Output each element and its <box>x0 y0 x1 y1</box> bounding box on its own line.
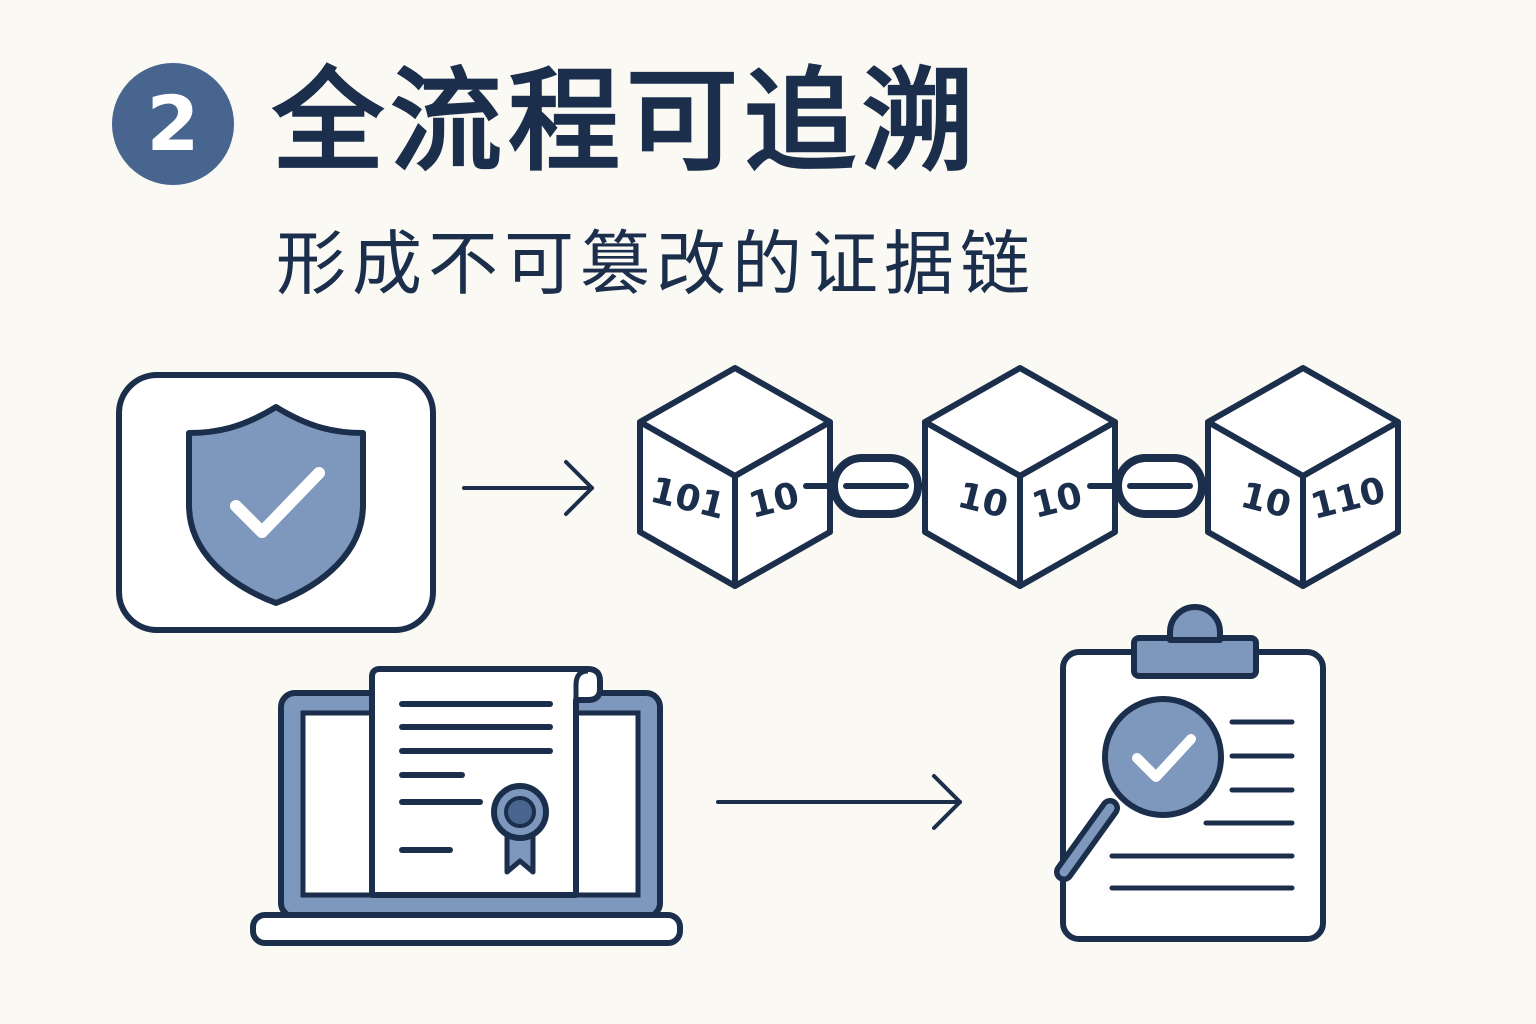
blockchain-block-icon: 101 10 <box>640 368 830 586</box>
award-ribbon-icon <box>491 783 549 875</box>
page-subtitle: 形成不可篡改的证据链 <box>276 223 1036 305</box>
page-title: 全流程可追溯 <box>272 57 980 187</box>
certificate-document-icon <box>369 666 603 898</box>
blockchain-block-icon: 10 110 <box>1208 368 1398 586</box>
blockchain-block-icon: 10 10 <box>925 368 1115 586</box>
chain-link-icon <box>1087 454 1237 518</box>
arrow-right-icon <box>462 460 594 516</box>
shield-check-icon <box>116 372 436 633</box>
step-number-badge: 2 <box>112 63 234 185</box>
arrow-right-icon <box>716 774 962 830</box>
magnifier-check-icon <box>1054 696 1224 882</box>
